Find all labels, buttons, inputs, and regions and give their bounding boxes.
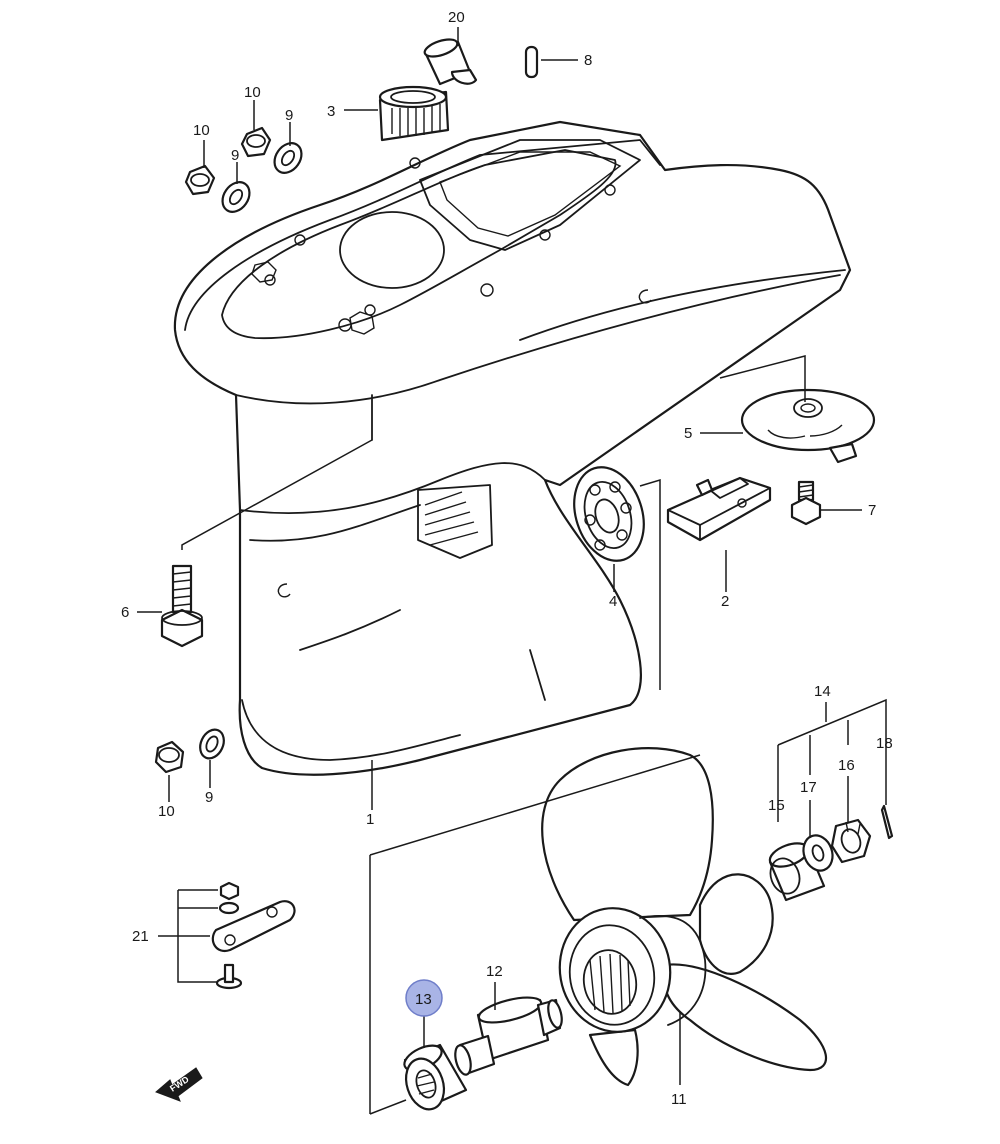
- part-16-castle-nut[interactable]: [830, 818, 872, 864]
- part-20-plug[interactable]: [423, 36, 478, 86]
- fwd-arrow-icon: FWD: [155, 1067, 203, 1102]
- callout-2: 2: [721, 593, 729, 610]
- callout-17: 17: [800, 779, 817, 796]
- part-9-washer-top-a[interactable]: [217, 177, 255, 217]
- part-10-nut-top-left[interactable]: [184, 164, 216, 196]
- callout-13: 13: [415, 991, 432, 1008]
- callout-18: 18: [876, 735, 893, 752]
- callout-labels: 20 8 3 10 10 9 9 5 7 4 2 6 10 9 1 14 18 …: [121, 9, 893, 1108]
- part-6-bolt[interactable]: [160, 564, 204, 648]
- part-7-bolt[interactable]: [790, 480, 822, 526]
- leader-lines: [137, 27, 887, 1115]
- callout-16: 16: [838, 757, 855, 774]
- callout-21: 21: [132, 928, 149, 945]
- callout-10-top: 10: [244, 84, 261, 101]
- callout-11: 11: [671, 1091, 687, 1108]
- part-5-trim-tab[interactable]: [740, 388, 876, 464]
- part-2-anode[interactable]: [666, 476, 772, 542]
- callout-7: 7: [868, 502, 876, 519]
- part-10-nut-bottom[interactable]: [154, 740, 185, 774]
- part-18-cotter-pin[interactable]: [880, 804, 894, 840]
- callout-4: 4: [609, 593, 617, 610]
- callout-12: 12: [486, 963, 503, 980]
- part-13-thrust-washer[interactable]: [400, 1040, 468, 1114]
- callout-3: 3: [327, 103, 335, 120]
- callout-14: 14: [814, 683, 831, 700]
- part-21-plate[interactable]: [211, 881, 296, 990]
- callout-6: 6: [121, 604, 129, 621]
- callout-10-bottom: 10: [158, 803, 175, 820]
- part-9-washer-bottom[interactable]: [196, 726, 229, 762]
- part-9-washer-top-b[interactable]: [269, 138, 307, 178]
- gear-case-housing[interactable]: [173, 120, 852, 776]
- part-17-washer[interactable]: [799, 831, 838, 874]
- callout-9-bottom: 9: [205, 789, 213, 806]
- callout-10-top-left: 10: [193, 122, 210, 139]
- callout-5: 5: [684, 425, 692, 442]
- part-3-needle-bearing[interactable]: [378, 85, 450, 142]
- callout-8: 8: [584, 52, 592, 69]
- callout-20: 20: [448, 9, 465, 26]
- part-12-spacer[interactable]: [453, 993, 565, 1077]
- callout-9-top-b: 9: [285, 107, 293, 124]
- part-10-nut-top[interactable]: [240, 126, 272, 158]
- callout-9-top-a: 9: [231, 147, 239, 164]
- part-4-ball-bearing[interactable]: [563, 458, 655, 570]
- callout-15: 15: [768, 797, 785, 814]
- part-8-dowel-pin[interactable]: [524, 45, 539, 79]
- part-11-propeller[interactable]: [541, 747, 828, 1087]
- callout-1: 1: [366, 811, 374, 828]
- highlight-circle: [405, 979, 443, 1017]
